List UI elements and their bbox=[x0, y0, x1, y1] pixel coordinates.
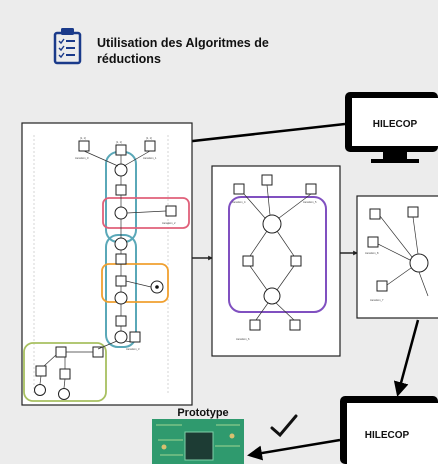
reduced-model-panel-2: transition_7 transition_8 bbox=[356, 195, 438, 319]
node-label: transition_5 bbox=[303, 200, 317, 204]
clipboard-checklist-icon bbox=[53, 28, 82, 65]
arrow-reduced-to-hilecop bbox=[393, 319, 420, 397]
monitor-icon bbox=[345, 92, 438, 163]
node-label: transition_7 bbox=[370, 298, 384, 302]
monitor-top-label: HILECOP bbox=[373, 119, 418, 130]
arrow-hilecop-to-prototype bbox=[247, 438, 341, 461]
node-label: transition_0 bbox=[75, 156, 89, 160]
node-label: transition_4 bbox=[232, 200, 246, 204]
orange-group bbox=[101, 263, 169, 303]
token-dot bbox=[155, 285, 159, 289]
original-model-panel: [1, 1] [1, 1] [1, 1] transition_0 transi… bbox=[21, 122, 193, 406]
circuit-board-icon bbox=[152, 419, 244, 464]
prototype-label: Prototype bbox=[177, 407, 228, 419]
reduced-model-panel-1: transition_4 transition_5 transition_6 bbox=[211, 165, 341, 357]
node-label: transition_8 bbox=[365, 251, 379, 255]
node-label: transition_2 bbox=[162, 221, 176, 225]
green-group bbox=[23, 342, 107, 402]
pink-group bbox=[102, 197, 190, 229]
page-title-line1: Utilisation des Algoritmes de bbox=[97, 36, 269, 50]
monitor-bottom-label: HILECOP bbox=[365, 430, 410, 441]
purple-group bbox=[228, 196, 327, 313]
node-label: transition_6 bbox=[236, 337, 250, 341]
node-label: transition_1 bbox=[143, 156, 157, 160]
place-label: [1, 1] bbox=[146, 136, 152, 140]
checkmark-icon bbox=[270, 414, 298, 438]
place-label: [1, 1] bbox=[116, 140, 122, 144]
arrow-hilecop-to-model bbox=[163, 122, 346, 151]
place-label: [1, 1] bbox=[80, 136, 86, 140]
page-title-line2: réductions bbox=[97, 52, 161, 66]
monitor-icon bbox=[340, 396, 438, 464]
node-label: transition_3 bbox=[126, 347, 140, 351]
